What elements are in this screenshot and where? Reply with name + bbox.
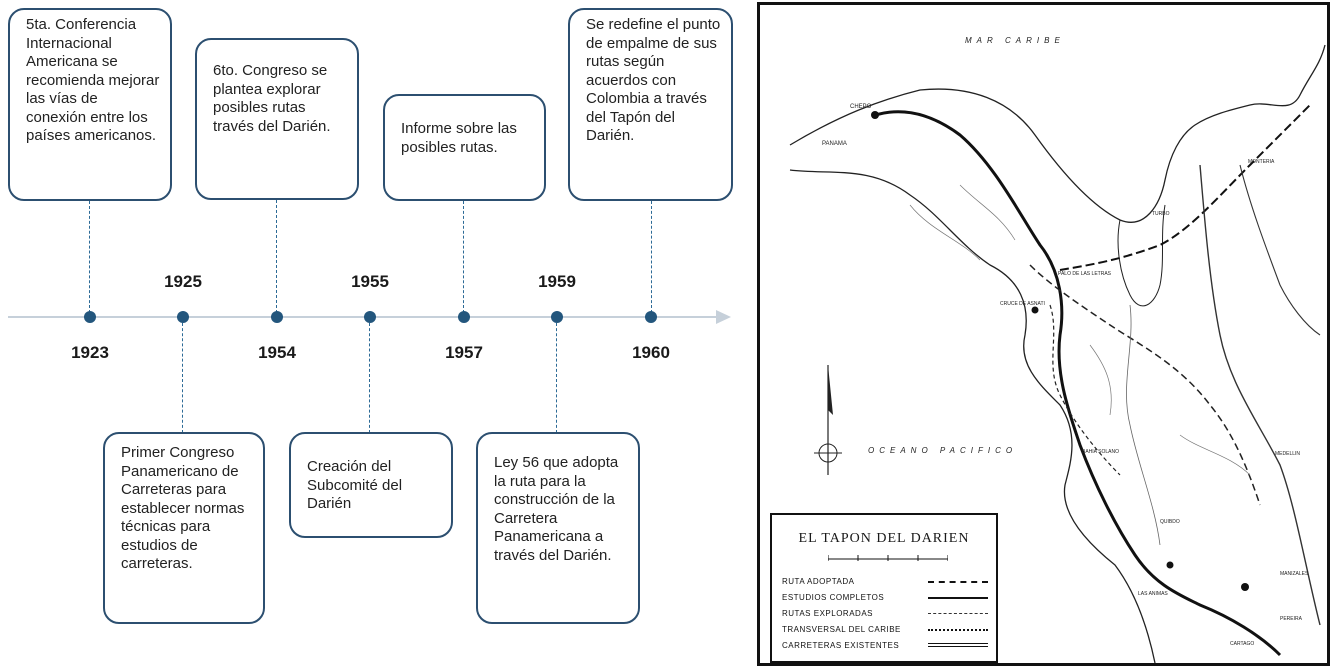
label-medellin: MEDELLIN	[1275, 451, 1300, 457]
year-label-1925: 1925	[164, 272, 202, 291]
legend-item-label: TRANSVERSAL DEL CARIBE	[782, 625, 901, 634]
event-box-1954: 6to. Congreso se plantea explorar posibl…	[195, 38, 359, 200]
connector-1960	[651, 201, 652, 313]
map-drawing: MAR CARIBE OCEANO PACIFICO CHEPO PANAMA …	[789, 36, 1326, 663]
river-1	[959, 184, 1016, 241]
timeline-arrowhead	[716, 310, 731, 324]
river-4	[1179, 434, 1251, 476]
event-box-1960: Se redefine el punto de empalme de sus r…	[568, 8, 733, 201]
legend-item-carreteras-existentes: CARRETERAS EXISTENTES	[782, 639, 992, 653]
route-explored-1	[1029, 264, 1261, 506]
connector-1954	[276, 200, 277, 313]
legend-line-short-dash	[928, 629, 988, 631]
dot-1925	[177, 311, 189, 323]
event-text-1957: Informe sobre las posibles rutas.	[401, 120, 517, 156]
legend-item-estudios-completos: ESTUDIOS COMPLETOS	[782, 591, 992, 605]
road-existing-1	[1199, 164, 1321, 626]
legend-item-label: RUTA ADOPTADA	[782, 577, 855, 586]
river-2	[909, 204, 981, 261]
dot-1957	[458, 311, 470, 323]
dot-1923	[84, 311, 96, 323]
town-chepo	[871, 111, 879, 119]
town-cartago	[1241, 583, 1249, 591]
legend-item-ruta-adoptada: RUTA ADOPTADA	[782, 575, 992, 589]
year-label-1954: 1954	[258, 343, 296, 362]
year-label-1923: 1923	[71, 343, 109, 362]
event-text-1960: Se redefine el punto de empalme de sus r…	[586, 16, 721, 144]
river-3	[1089, 344, 1112, 416]
route-adopted	[874, 110, 1282, 657]
dot-1954	[271, 311, 283, 323]
event-box-1925: Primer Congreso Panamericano de Carreter…	[103, 432, 265, 624]
pacific-coastline	[789, 169, 1156, 663]
darien-map: MAR CARIBE OCEANO PACIFICO CHEPO PANAMA …	[757, 2, 1330, 666]
connector-1955	[369, 323, 370, 433]
connector-1959	[556, 323, 557, 433]
event-box-1957: Informe sobre las posibles rutas.	[383, 94, 546, 201]
label-cruce-asnati: CRUCE DE ASNATI	[1000, 301, 1045, 307]
route-explored-2	[1049, 304, 1121, 476]
label-quibdo: QUIBDO	[1160, 519, 1180, 525]
legend-scale-bar	[828, 555, 948, 561]
year-label-1955: 1955	[351, 272, 389, 291]
event-box-1955: Creación del Subcomité del Darién	[289, 432, 453, 538]
label-cartago: CARTAGO	[1230, 641, 1254, 647]
route-transversal-caribe	[1059, 104, 1311, 271]
label-pereira: PEREIRA	[1280, 616, 1303, 622]
event-text-1923: 5ta. Conferencia Internacional Americana…	[26, 16, 160, 144]
connector-1957	[463, 201, 464, 313]
legend-item-label: ESTUDIOS COMPLETOS	[782, 593, 885, 602]
legend-title: EL TAPON DEL DARIEN	[798, 531, 970, 546]
label-manizales: MANIZALES	[1280, 571, 1309, 577]
legend-item-label: RUTAS EXPLORADAS	[782, 609, 873, 618]
label-mar-caribe: MAR CARIBE	[965, 36, 1065, 45]
label-bahia-solano: BAHIA SOLANO	[1082, 449, 1119, 455]
year-label-1957: 1957	[445, 343, 483, 362]
river-atrato	[1126, 304, 1161, 546]
year-label-1959: 1959	[538, 272, 576, 291]
label-palo-letras: PALO DE LAS LETRAS	[1058, 271, 1112, 277]
dot-1960	[645, 311, 657, 323]
legend-line-double	[928, 643, 988, 647]
label-panama: PANAMA	[822, 141, 847, 147]
compass-rose-icon	[814, 365, 842, 475]
label-oceano-pacifico: OCEANO PACIFICO	[868, 446, 1017, 455]
town-cruce-asnati	[1031, 306, 1039, 314]
map-legend: EL TAPON DEL DARIEN RUTA ADOPTADA ESTUDI…	[770, 513, 998, 663]
label-monteria: MONTERIA	[1248, 159, 1275, 165]
label-chepo: CHEPO	[850, 104, 872, 110]
event-text-1925: Primer Congreso Panamericano de Carreter…	[121, 444, 245, 572]
event-text-1959: Ley 56 que adopta la ruta para la constr…	[494, 454, 619, 564]
dot-1959	[551, 311, 563, 323]
legend-item-rutas-exploradas: RUTAS EXPLORADAS	[782, 607, 992, 621]
road-existing-2	[1239, 164, 1321, 336]
connector-1923	[89, 201, 90, 313]
event-box-1959: Ley 56 que adopta la ruta para la constr…	[476, 432, 640, 624]
legend-item-label: CARRETERAS EXISTENTES	[782, 641, 900, 650]
year-label-1960: 1960	[632, 343, 670, 362]
event-text-1955: Creación del Subcomité del Darién	[307, 458, 403, 512]
dot-1955	[364, 311, 376, 323]
connector-1925	[182, 323, 183, 433]
caribbean-coastline	[789, 44, 1326, 223]
label-las-animas: LAS ANIMAS	[1138, 591, 1168, 597]
legend-line-dash-dot	[928, 613, 988, 614]
event-box-1923: 5ta. Conferencia Internacional Americana…	[8, 8, 172, 201]
town-las-animas	[1166, 561, 1174, 569]
event-text-1954: 6to. Congreso se plantea explorar posibl…	[213, 62, 331, 135]
label-turbo: TURBO	[1152, 211, 1170, 217]
legend-line-solid	[928, 597, 988, 599]
legend-line-long-dash	[928, 581, 988, 583]
legend-item-transversal-caribe: TRANSVERSAL DEL CARIBE	[782, 623, 992, 637]
